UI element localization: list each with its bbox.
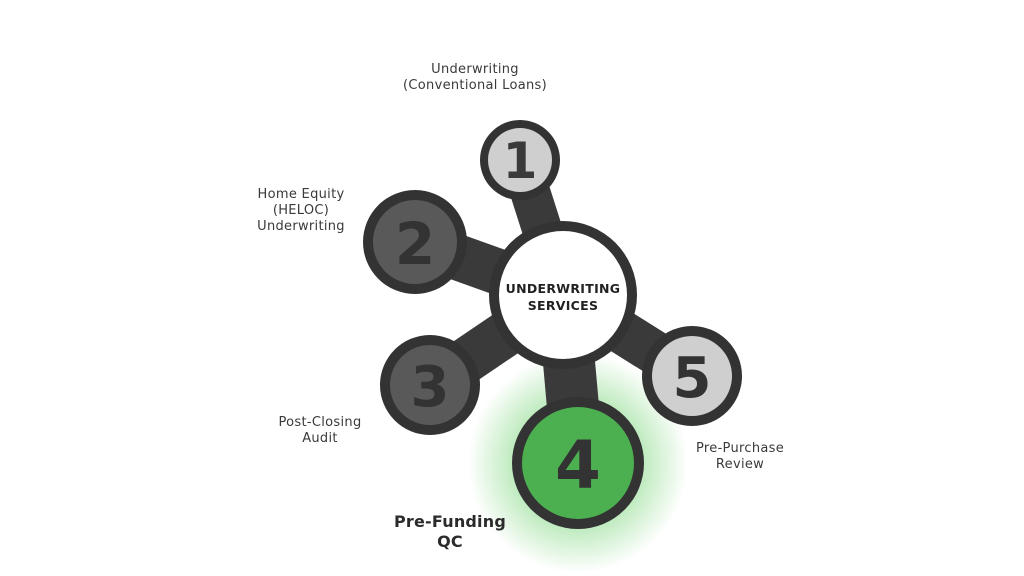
node-2[interactable]: 2 bbox=[363, 190, 467, 294]
label-node-5-line1: Pre-Purchase bbox=[696, 441, 784, 456]
node-4[interactable]: 4 bbox=[512, 397, 644, 529]
label-node-4: Pre-Funding QC bbox=[380, 512, 520, 552]
node-2-number: 2 bbox=[395, 210, 435, 278]
label-node-5: Pre-Purchase Review bbox=[680, 441, 800, 473]
label-node-4-line2: QC bbox=[437, 532, 463, 551]
center-title-line1: UNDERWRITING bbox=[506, 281, 621, 296]
label-node-2-line3: Underwriting bbox=[257, 219, 345, 234]
node-3-number: 3 bbox=[411, 355, 450, 420]
node-4-number: 4 bbox=[555, 427, 601, 504]
label-node-3-line2: Audit bbox=[302, 431, 338, 446]
node-1[interactable]: 1 bbox=[480, 120, 560, 200]
center-title-line2: SERVICES bbox=[528, 298, 599, 313]
label-node-1-line2: (Conventional Loans) bbox=[403, 78, 547, 93]
label-node-2-line1: Home Equity bbox=[257, 187, 345, 202]
label-node-3-line1: Post-Closing bbox=[278, 415, 362, 430]
node-3[interactable]: 3 bbox=[380, 335, 480, 435]
label-node-2: Home Equity (HELOC) Underwriting bbox=[240, 187, 362, 235]
node-1-number: 1 bbox=[503, 132, 538, 190]
node-5-number: 5 bbox=[673, 346, 712, 411]
center-hub: UNDERWRITING SERVICES bbox=[489, 221, 637, 369]
node-5[interactable]: 5 bbox=[642, 326, 742, 426]
label-node-4-line1: Pre-Funding bbox=[393, 512, 506, 531]
label-node-2-line2: (HELOC) bbox=[272, 203, 330, 218]
label-node-1: Underwriting (Conventional Loans) bbox=[370, 62, 580, 94]
label-node-3: Post-Closing Audit bbox=[260, 415, 380, 447]
label-node-5-line2: Review bbox=[715, 457, 765, 472]
label-node-1-line1: Underwriting bbox=[431, 62, 519, 77]
